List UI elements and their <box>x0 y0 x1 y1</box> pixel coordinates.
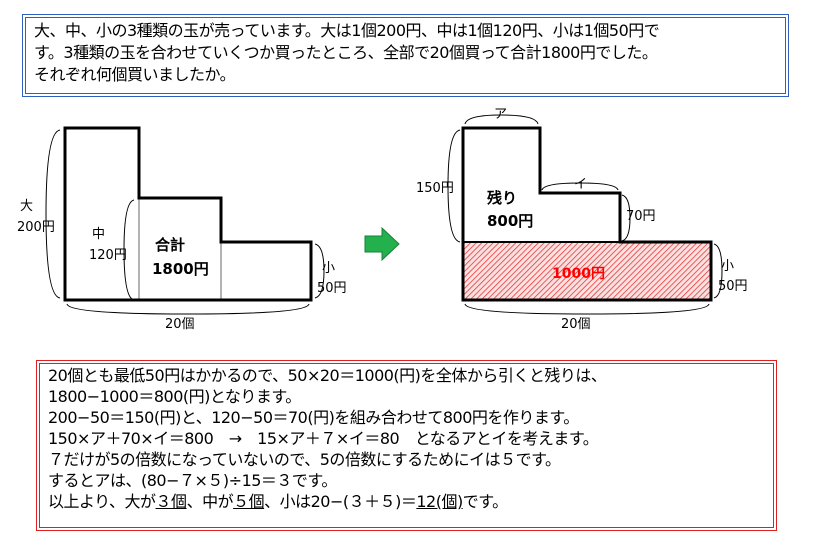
solution-conclusion: 以上より、大が３個、中が５個、小は20−(３＋５)＝12(個)です。 <box>48 491 765 512</box>
brace-small <box>314 243 325 299</box>
large-label: 大 <box>20 199 33 214</box>
small-label: 小 <box>721 259 734 274</box>
solution-line: 150×ア＋70×イ＝800 → 15×ア＋７×イ＝80 となるアとイを考えます… <box>48 429 599 448</box>
solution-line: 20個とも最低50円はかかるので、50×20＝1000(円)を全体から引くと残り… <box>48 366 607 385</box>
total-value: 1800円 <box>152 260 209 278</box>
brace-i <box>541 182 619 191</box>
solution-line: 200−50＝150(円)と、120−50＝70(円)を組み合わせて800円を作… <box>48 408 579 427</box>
solution-line: ７だけが5の倍数になっていないので、5の倍数にするためにイは５です。 <box>48 450 561 469</box>
brace-count <box>464 303 710 315</box>
answer-large: ３個 <box>155 492 188 511</box>
text: 以上より、大が <box>48 492 156 511</box>
medium-price: 120円 <box>89 248 127 263</box>
count-label: 20個 <box>561 317 591 332</box>
small-label: 小 <box>322 261 335 276</box>
base-value: 1000円 <box>552 266 605 282</box>
text: です。 <box>462 492 508 511</box>
brace-a <box>464 114 539 125</box>
small-price: 50円 <box>718 279 748 294</box>
remain-label: 残り <box>487 189 517 207</box>
problem-line: す。3種類の玉を合わせていくつか買ったところ、全部で20個買って合計1800円で… <box>34 43 658 62</box>
solution-box: 20個とも最低50円はかかるので、50×20＝1000(円)を全体から引くと残り… <box>36 360 777 531</box>
text: 、中が <box>186 492 234 511</box>
brace-small <box>713 243 723 299</box>
brace-150 <box>447 129 461 243</box>
problem-line: それぞれ何個買いましたか。 <box>34 65 236 84</box>
solution-line: するとアは、(80−７×５)÷15＝３です。 <box>48 471 337 490</box>
brace-large <box>45 129 61 299</box>
total-label: 合計 <box>154 236 185 254</box>
base-area <box>463 242 711 300</box>
a-label: ア <box>494 107 507 122</box>
large-price: 200円 <box>17 220 55 235</box>
left-diagram: 大 200円 中 120円 合計 1800円 小 50円 20個 <box>17 126 347 332</box>
small-price: 50円 <box>317 281 347 296</box>
answer-medium: ５個 <box>233 492 265 511</box>
text: 、小は20−(３＋５)＝ <box>264 492 417 511</box>
brace-count <box>66 303 310 315</box>
right-arrow-icon <box>364 226 400 262</box>
right-diagram: ア 150円 残り 800円 イ 70円 1000円 小 50円 20個 <box>416 107 748 332</box>
count-label: 20個 <box>165 317 195 332</box>
brace-70 <box>621 194 631 242</box>
problem-line: 大、中、小の3種類の玉が売っています。大は1個200円、中は1個120円、小は1… <box>34 21 660 40</box>
a-price: 150円 <box>416 181 454 196</box>
medium-label: 中 <box>92 227 105 242</box>
i-label: イ <box>574 177 587 192</box>
answer-small: 12(個) <box>416 492 463 511</box>
brace-medium <box>123 199 135 301</box>
area-shape <box>63 126 313 302</box>
solution-line: 1800−1000＝800(円)となります。 <box>48 387 301 406</box>
problem-box: 大、中、小の3種類の玉が売っています。大は1個200円、中は1個120円、小は1… <box>22 14 789 97</box>
i-price: 70円 <box>626 209 656 224</box>
remain-value: 800円 <box>487 212 533 230</box>
